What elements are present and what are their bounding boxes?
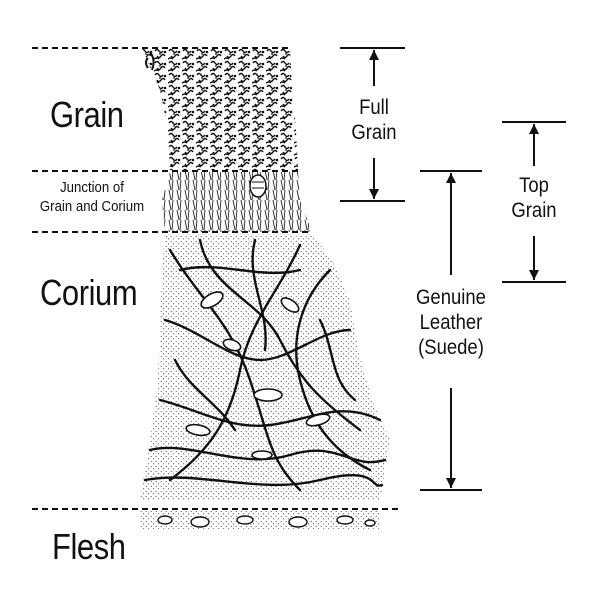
label-top-grain-line-1: Top — [519, 174, 549, 197]
label-junction: Junction of Grain and Corium — [30, 178, 153, 216]
label-corium: Corium — [40, 272, 138, 313]
label-full-grain-line-2: Grain — [351, 121, 397, 144]
label-grain: Grain — [50, 94, 124, 135]
junction-layer-illustration — [162, 172, 312, 232]
top-grain-range-bracket — [502, 121, 566, 283]
label-genuine-leather-line-1: Genuine — [416, 286, 486, 309]
label-flesh: Flesh — [52, 526, 126, 567]
genuine-leather-range-bracket — [420, 170, 482, 491]
grain-layer-illustration — [142, 48, 298, 170]
corium-layer-illustration — [140, 234, 390, 500]
label-top-grain-line-2: Grain — [511, 199, 557, 222]
label-top-grain: Top Grain — [499, 173, 569, 223]
full-grain-range-bracket — [340, 47, 405, 202]
label-junction-line-1: Junction of — [60, 179, 124, 196]
label-genuine-leather-line-2: Leather — [419, 311, 483, 334]
flesh-layer-illustration — [140, 511, 380, 529]
label-junction-line-2: Grain and Corium — [39, 198, 145, 215]
label-full-grain-line-1: Full — [359, 96, 389, 119]
label-genuine-leather-line-3: (Suede) — [418, 336, 484, 359]
label-genuine-leather: Genuine Leather (Suede) — [406, 285, 496, 360]
label-full-grain: Full Grain — [339, 95, 409, 145]
